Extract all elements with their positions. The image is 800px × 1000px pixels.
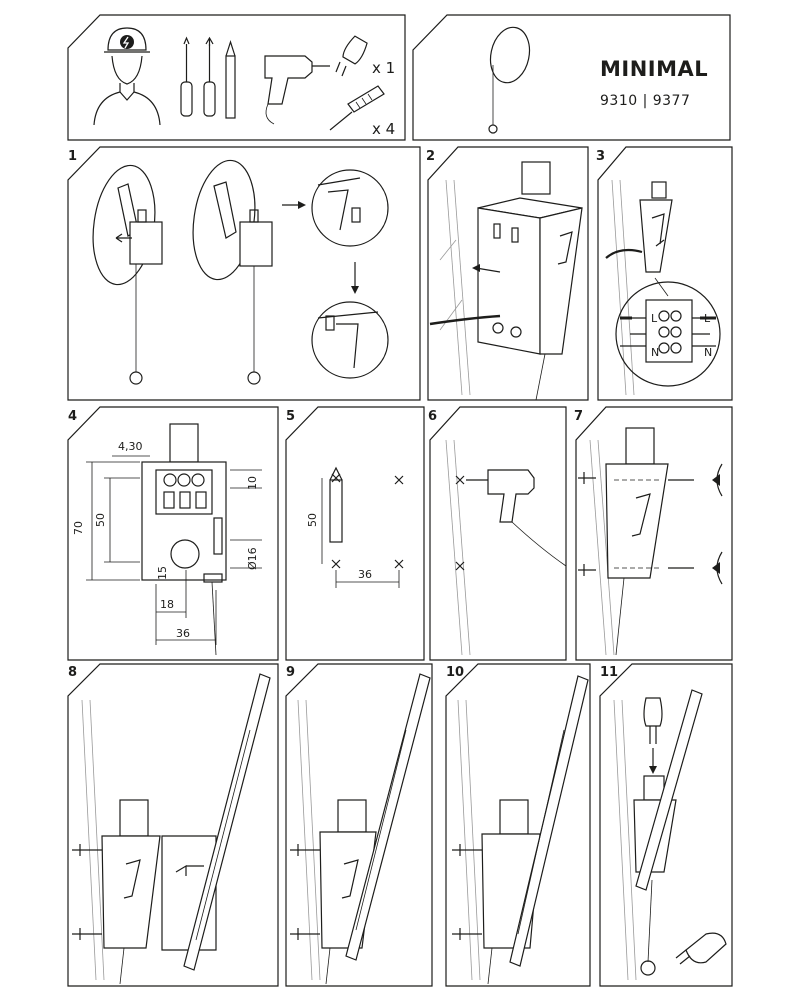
wall-hatch — [439, 179, 471, 396]
electrician-icon — [93, 27, 161, 126]
step-11-panel: 11 — [599, 663, 733, 987]
dowel-screw-icon — [329, 85, 385, 131]
bulb-horizontal-icon — [675, 932, 727, 965]
terminal-live-right: L — [704, 312, 711, 325]
step-number: 9 — [286, 665, 295, 680]
step-10-panel: 10 — [445, 663, 591, 987]
step-number: 8 — [68, 665, 77, 680]
product-codes: 9310 | 9377 — [600, 93, 690, 109]
bulb-insert-icon — [643, 697, 663, 744]
terminal-detail-circle: L L N N — [615, 281, 721, 387]
step-2-panel: 2 — [426, 146, 589, 401]
terminal-live-left: L — [651, 312, 658, 325]
step-number: 7 — [574, 409, 583, 424]
step-8-panel: 8 — [67, 663, 279, 987]
pencil-icon — [225, 40, 236, 119]
step-4-panel: 4 70 50 4,30 10 Ø16 15 — [67, 406, 279, 661]
step-number: 11 — [600, 665, 618, 680]
dim-height-total: 70 — [72, 521, 85, 535]
screwdriver-icon — [180, 36, 216, 117]
step-number: 6 — [428, 409, 437, 424]
step-number: 3 — [596, 149, 605, 164]
dim-height: 50 — [306, 513, 319, 527]
product-name: MINIMAL — [600, 57, 708, 81]
step-number: 4 — [68, 409, 77, 424]
step-number: 1 — [68, 149, 77, 164]
step-3-panel: 3 L L N N — [596, 146, 733, 401]
detail-circle-bottom — [311, 301, 389, 379]
dowel-quantity: x 4 — [372, 120, 395, 138]
lamp-thumbnail — [488, 26, 531, 134]
step-6-panel: 6 — [428, 406, 567, 661]
terminal-neutral-right: N — [704, 346, 712, 359]
step-1-panel: 1 — [67, 146, 421, 401]
dim-offset: 4,30 — [118, 440, 143, 453]
dim-hole: Ø16 — [246, 547, 259, 570]
step-number: 10 — [446, 665, 464, 680]
dim-width: 36 — [358, 568, 372, 581]
drill-icon — [264, 55, 330, 125]
dim-bottom: 15 — [156, 566, 169, 580]
detail-circle-top — [311, 169, 389, 247]
product-panel: MINIMAL 9310 | 9377 — [412, 14, 731, 141]
tools-panel: x 1 x 4 — [67, 14, 406, 141]
step-number: 2 — [426, 149, 435, 164]
bulb-icon — [335, 35, 368, 77]
dim-width-half: 18 — [160, 598, 174, 611]
step-9-panel: 9 — [285, 663, 433, 987]
step-7-panel: 7 — [574, 406, 733, 661]
bulb-quantity: x 1 — [372, 59, 395, 77]
terminal-neutral-left: N — [651, 346, 659, 359]
dim-terminal: 10 — [246, 476, 259, 490]
step-number: 5 — [286, 409, 295, 424]
dim-height-inner: 50 — [94, 513, 107, 527]
dim-width: 36 — [176, 627, 190, 640]
step-5-panel: 5 50 36 — [285, 406, 425, 661]
